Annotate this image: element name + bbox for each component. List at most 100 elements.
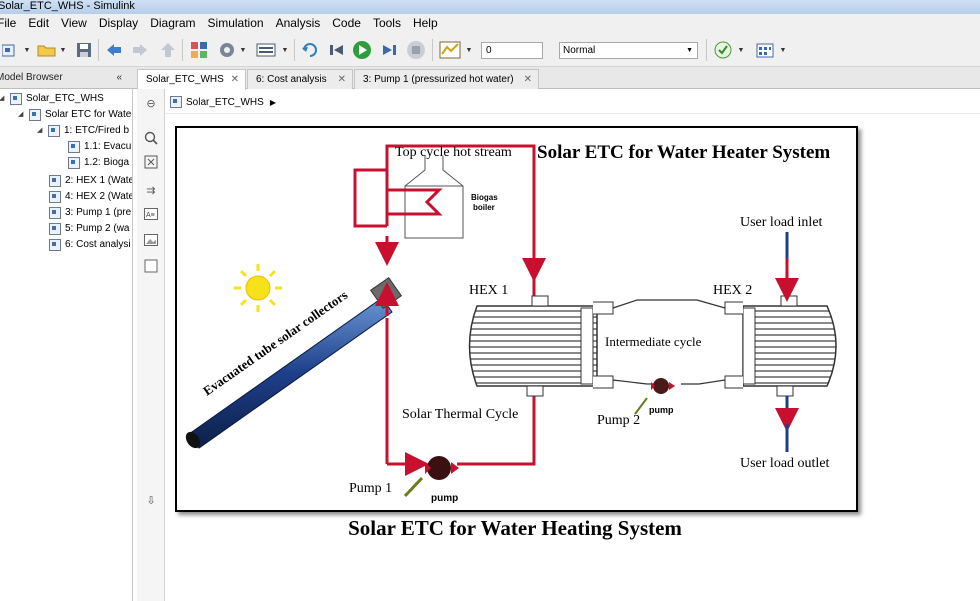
explorer-dropdown-icon[interactable]: ▼ — [281, 46, 289, 54]
subsystem-icon — [29, 109, 41, 121]
expand-icon[interactable]: ◢ — [18, 111, 24, 118]
menu-bar: File Edit View Display Diagram Simulatio… — [0, 14, 980, 33]
menu-display[interactable]: Display — [98, 16, 139, 30]
image-icon[interactable] — [144, 233, 158, 247]
tab-cost-analysis[interactable]: 6: Cost analysis ✕ — [247, 69, 353, 89]
scope-dropdown-icon[interactable]: ▼ — [465, 46, 473, 54]
up-icon[interactable] — [158, 41, 178, 59]
menu-diagram[interactable]: Diagram — [150, 16, 196, 30]
tree-item-label: 1.1: Evacu — [84, 141, 132, 152]
svg-text:A≡: A≡ — [146, 212, 155, 219]
tree-item-solar-etc[interactable]: ◢ Solar ETC for Water — [18, 107, 132, 123]
close-icon[interactable]: ✕ — [337, 74, 346, 85]
menu-code[interactable]: Code — [332, 16, 361, 30]
subsystem-icon — [10, 93, 22, 105]
area-icon[interactable] — [144, 259, 158, 273]
chevron-right-icon[interactable]: ▶ — [269, 97, 276, 107]
solar-collector-icon: Evacuated tube solar collectors — [185, 276, 403, 449]
stop-icon[interactable] — [404, 41, 428, 59]
breadcrumb-label[interactable]: Solar_ETC_WHS — [186, 96, 264, 108]
tree-item-pump1[interactable]: 3: Pump 1 (pre — [38, 205, 131, 221]
chevron-down-icon: ▼ — [686, 47, 693, 54]
tab-label: Solar_ETC_WHS — [146, 74, 224, 85]
tree-item-evacu[interactable]: 1.1: Evacu — [57, 139, 131, 155]
tree-item-pump2[interactable]: 5: Pump 2 (wa — [38, 221, 129, 237]
tree-item-hex2[interactable]: 4: HEX 2 (Wate — [38, 189, 132, 205]
hex1-icon — [468, 295, 614, 397]
expand-icon[interactable]: ◢ — [0, 91, 7, 107]
top-stream-label: Top cycle hot stream — [395, 145, 512, 160]
zoom-icon[interactable] — [144, 131, 158, 145]
toolbar: ▼ ▼ ▼ ▼ ▼ Normal — [0, 33, 980, 67]
run-icon[interactable] — [350, 41, 374, 59]
model-explorer-icon[interactable] — [254, 41, 278, 59]
fit-to-view-icon[interactable] — [144, 155, 158, 169]
stop-time-input[interactable] — [481, 42, 543, 59]
subsystem-icon — [49, 191, 61, 203]
hex2-label: HEX 2 — [713, 283, 752, 298]
figure-caption: Solar ETC for Water Heating System — [348, 516, 682, 540]
biogas-boiler-icon: Biogas boiler — [387, 156, 498, 239]
scope-icon[interactable] — [438, 41, 462, 59]
build-dropdown-icon[interactable]: ▼ — [779, 46, 787, 54]
user-inlet-label: User load inlet — [740, 215, 823, 230]
subsystem-icon — [68, 141, 80, 153]
new-model-icon[interactable] — [0, 41, 22, 59]
step-back-icon[interactable] — [326, 41, 348, 59]
pump2-label: Pump 2 — [597, 413, 640, 428]
open-icon[interactable] — [36, 41, 58, 59]
subsystem-icon — [49, 207, 61, 219]
down-arrow-icon[interactable]: ⇩ — [146, 494, 156, 507]
forward-icon[interactable] — [130, 41, 150, 59]
menu-simulation[interactable]: Simulation — [207, 16, 264, 30]
menu-file[interactable]: File — [0, 16, 17, 30]
model-config-icon[interactable] — [216, 41, 238, 59]
tree-item-cost[interactable]: 6: Cost analysi — [38, 237, 131, 253]
tree-item-etc-fired[interactable]: ◢ 1: ETC/Fired b — [37, 123, 129, 139]
sim-mode-select[interactable]: Normal ▼ — [559, 42, 698, 59]
close-icon[interactable]: ✕ — [523, 74, 532, 85]
pump2-icon — [634, 378, 675, 415]
expand-icon[interactable]: ◢ — [37, 127, 43, 134]
tab-pump-1[interactable]: 3: Pump 1 (pressurized hot water) ✕ — [354, 69, 539, 89]
tab-solar-etc-whs[interactable]: Solar_ETC_WHS ✕ — [137, 69, 246, 90]
close-icon[interactable]: « — [116, 72, 122, 83]
tree-item-root[interactable]: ◢ Solar_ETC_WHS — [0, 91, 104, 107]
hex1-label: HEX 1 — [469, 283, 508, 298]
arrow-icon[interactable]: ⇉ — [146, 184, 156, 197]
subsystem-icon — [48, 125, 60, 137]
build-icon[interactable] — [754, 41, 776, 59]
model-browser-title: Model Browser — [0, 72, 63, 83]
subsystem-icon — [49, 223, 61, 235]
new-dropdown-icon[interactable]: ▼ — [23, 46, 31, 54]
hide-browser-icon[interactable]: ⊖ — [146, 97, 156, 110]
model-browser: ◢ Solar_ETC_WHS ◢ Solar ETC for Water ◢ … — [0, 89, 133, 601]
menu-help[interactable]: Help — [412, 16, 438, 30]
library-browser-icon[interactable] — [188, 41, 210, 59]
update-icon[interactable] — [300, 41, 322, 59]
back-icon[interactable] — [104, 41, 124, 59]
tree-item-label: 3: Pump 1 (pre — [65, 207, 132, 218]
config-dropdown-icon[interactable]: ▼ — [239, 46, 247, 54]
tree-item-hex1[interactable]: 2: HEX 1 (Wate — [38, 173, 133, 189]
menu-edit[interactable]: Edit — [28, 16, 50, 30]
tree-item-label: 5: Pump 2 (wa — [65, 223, 130, 234]
step-forward-icon[interactable] — [378, 41, 400, 59]
model-advisor-icon[interactable] — [712, 41, 734, 59]
tree-item-bioga[interactable]: 1.2: Bioga — [57, 155, 129, 171]
sun-icon — [234, 264, 282, 312]
intermediate-label: Intermediate cycle — [605, 334, 702, 349]
annotation-icon[interactable]: A≡ — [144, 207, 158, 221]
menu-analysis[interactable]: Analysis — [275, 16, 321, 30]
tree-item-label: Solar_ETC_WHS — [26, 93, 104, 104]
menu-tools[interactable]: Tools — [372, 16, 401, 30]
solar-cycle-label: Solar Thermal Cycle — [402, 407, 518, 422]
save-icon[interactable] — [74, 41, 94, 59]
close-icon[interactable]: ✕ — [230, 74, 239, 85]
tab-row: Model Browser « Solar_ETC_WHS ✕ 6: Cost … — [0, 67, 980, 90]
diagram-title: Solar ETC for Water Heater System — [537, 142, 830, 163]
tree-item-label: 2: HEX 1 (Wate — [65, 175, 133, 186]
advisor-dropdown-icon[interactable]: ▼ — [737, 46, 745, 54]
menu-view[interactable]: View — [61, 16, 87, 30]
open-dropdown-icon[interactable]: ▼ — [59, 46, 67, 54]
